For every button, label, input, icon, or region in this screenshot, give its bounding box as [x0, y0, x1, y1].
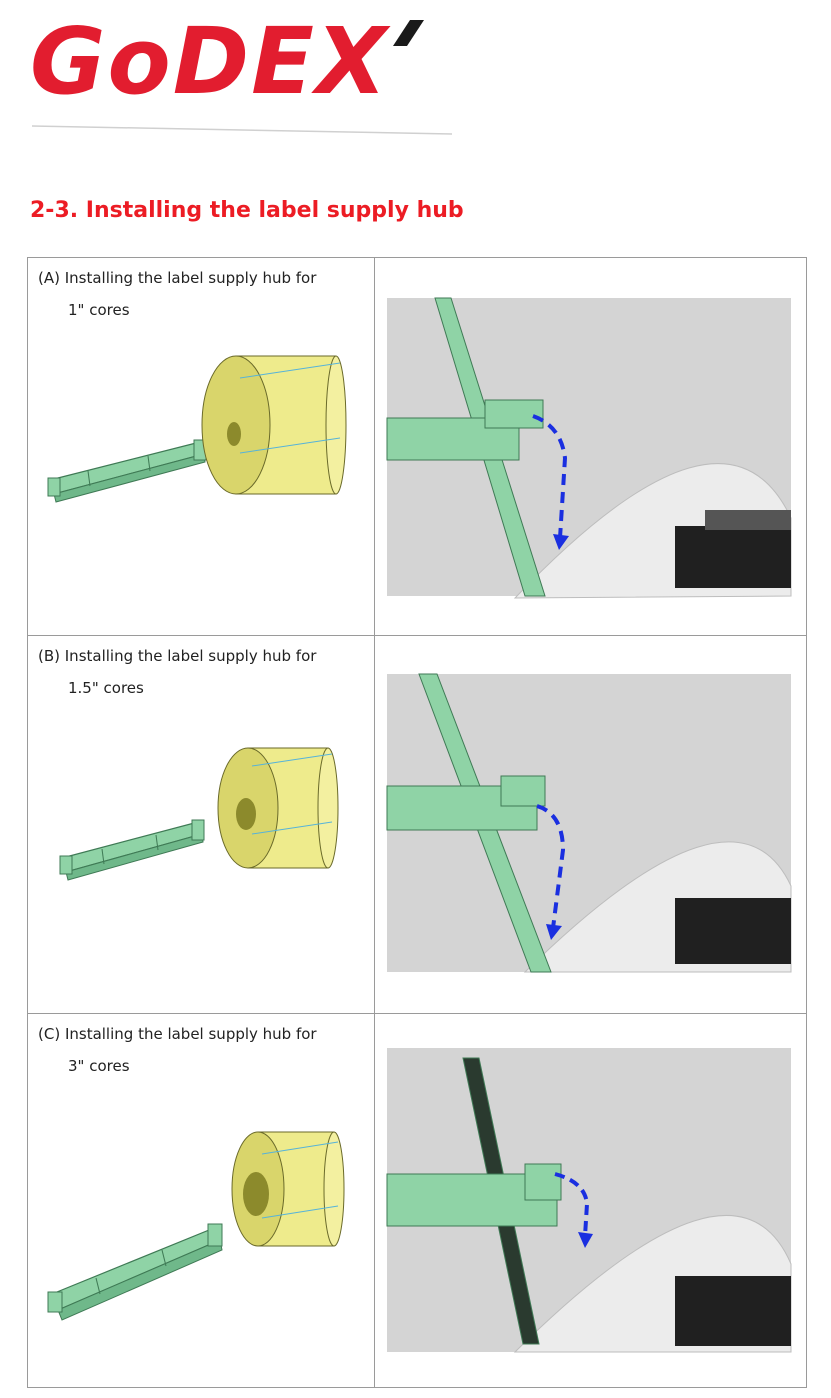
hub-and-roll-illustration-b [28, 636, 374, 1014]
printer-photo-a [375, 258, 807, 636]
step-a-left-cell: (A) Installing the label supply hub for … [28, 258, 375, 636]
section-heading: 2-3. Installing the label supply hub [30, 198, 464, 223]
supply-hub-a [48, 440, 206, 502]
supply-hub-b [60, 820, 204, 880]
step-row-c: (C) Installing the label supply hub for … [28, 1014, 807, 1388]
supply-hub-c [48, 1224, 222, 1320]
label-roll-a [202, 356, 346, 494]
hub-and-roll-illustration-a [28, 258, 374, 636]
step-b-left-cell: (B) Installing the label supply hub for … [28, 636, 375, 1014]
steps-table: (A) Installing the label supply hub for … [27, 257, 807, 1388]
printer-photo-b [375, 636, 807, 1014]
step-c-left-cell: (C) Installing the label supply hub for … [28, 1014, 375, 1388]
step-row-a: (A) Installing the label supply hub for … [28, 258, 807, 636]
step-row-b: (B) Installing the label supply hub for … [28, 636, 807, 1014]
label-roll-b [218, 748, 338, 868]
printer-photo-c [375, 1014, 807, 1388]
step-c-right-cell [375, 1014, 807, 1388]
hub-and-roll-illustration-c [28, 1014, 374, 1388]
godex-logo: GoDEX [12, 8, 452, 138]
logo-wordmark: GoDEX [30, 16, 389, 108]
step-a-right-cell [375, 258, 807, 636]
step-b-right-cell [375, 636, 807, 1014]
label-roll-c [232, 1132, 344, 1246]
